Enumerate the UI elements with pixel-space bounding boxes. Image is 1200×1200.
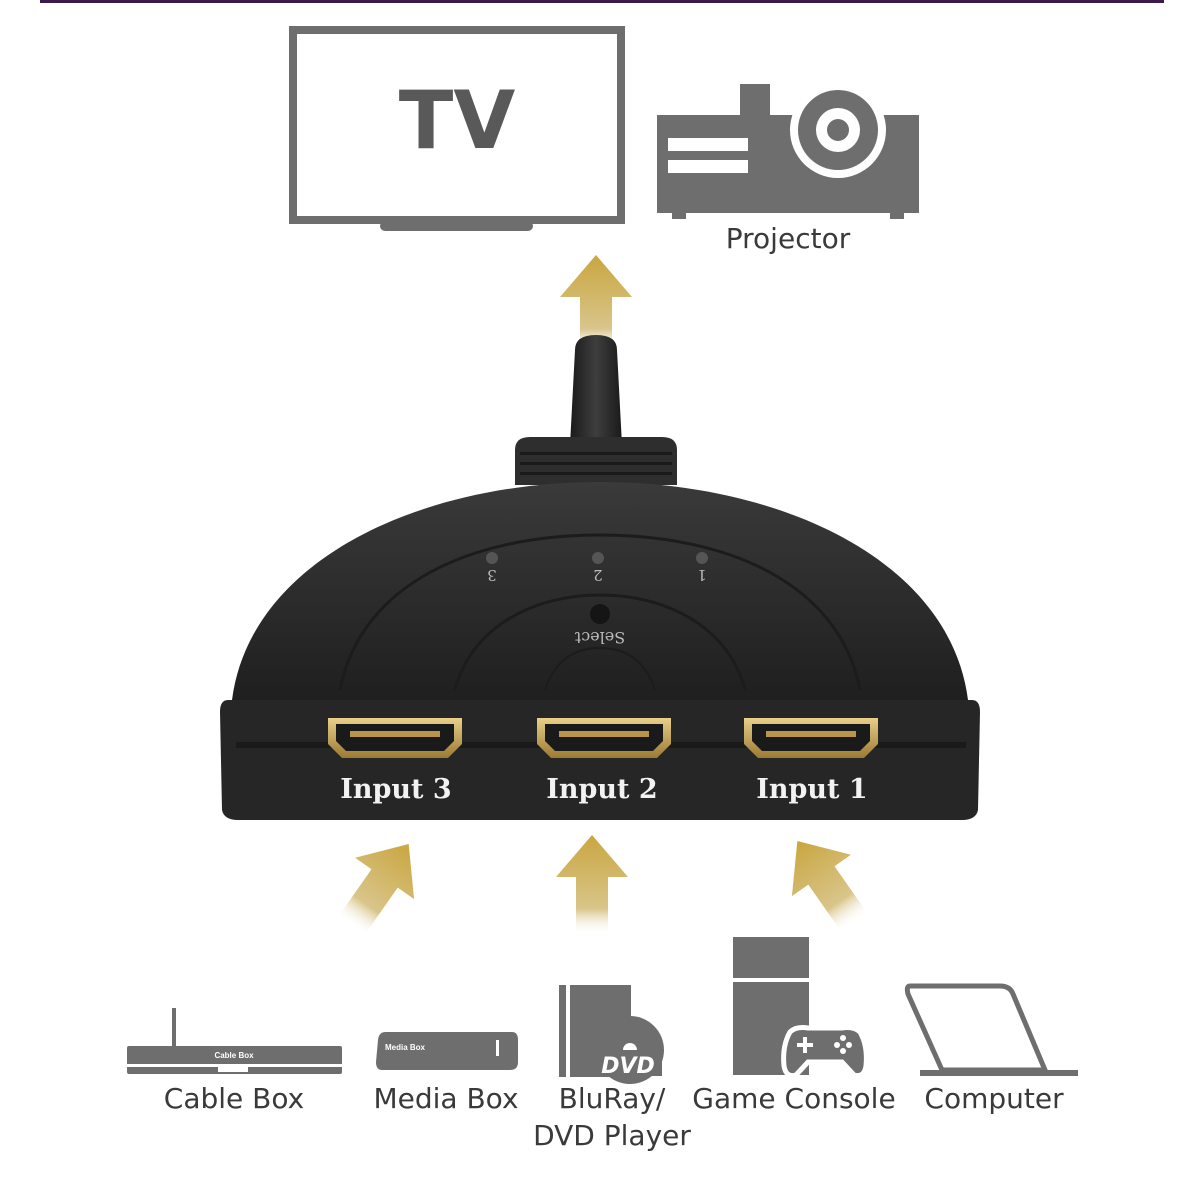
computer-icon xyxy=(904,983,1078,1076)
tv-icon: TV xyxy=(289,26,625,231)
input-arrow-3 xyxy=(322,823,439,945)
hdmi-cable xyxy=(570,335,622,445)
projector-icon xyxy=(657,82,919,219)
port-label-input-1: Input 1 xyxy=(756,774,867,805)
input-arrow-2 xyxy=(556,835,628,933)
projector-label: Projector xyxy=(726,222,851,255)
bluray-label-line2: DVD Player xyxy=(533,1119,691,1152)
game-console-label: Game Console xyxy=(692,1082,895,1115)
game-console-icon xyxy=(733,937,869,1079)
cable-box-icon: Cable Box xyxy=(127,1008,342,1074)
hdmi-port-input-1[interactable] xyxy=(744,718,878,758)
media-box-device-text: Media Box xyxy=(385,1043,426,1052)
cable-box-device-text: Cable Box xyxy=(214,1051,254,1060)
hdmi-port-input-3[interactable] xyxy=(328,718,462,758)
dvd-disc-text: DVD xyxy=(601,1054,655,1079)
bluray-dvd-icon: DVD xyxy=(559,985,664,1084)
hdmi-port-input-2[interactable] xyxy=(537,718,671,758)
led-number-1: 1 xyxy=(697,566,707,584)
led-2: 2 xyxy=(592,552,604,584)
port-label-input-3: Input 3 xyxy=(340,774,451,805)
cable-box-label: Cable Box xyxy=(164,1082,304,1115)
computer-label: Computer xyxy=(924,1082,1064,1115)
select-button[interactable] xyxy=(590,604,610,624)
led-1: 1 xyxy=(696,552,708,584)
top-border-line xyxy=(40,0,1164,3)
tv-label: TV xyxy=(399,74,516,167)
media-box-label: Media Box xyxy=(373,1082,518,1115)
input-arrow-1 xyxy=(767,820,884,942)
select-label: Select xyxy=(574,628,625,647)
media-box-icon: Media Box xyxy=(376,1032,518,1070)
bluray-label-line1: BluRay/ xyxy=(559,1082,666,1115)
led-number-2: 2 xyxy=(593,566,603,584)
led-3: 3 xyxy=(486,552,498,584)
port-label-input-2: Input 2 xyxy=(546,774,657,805)
led-number-3: 3 xyxy=(487,566,497,584)
